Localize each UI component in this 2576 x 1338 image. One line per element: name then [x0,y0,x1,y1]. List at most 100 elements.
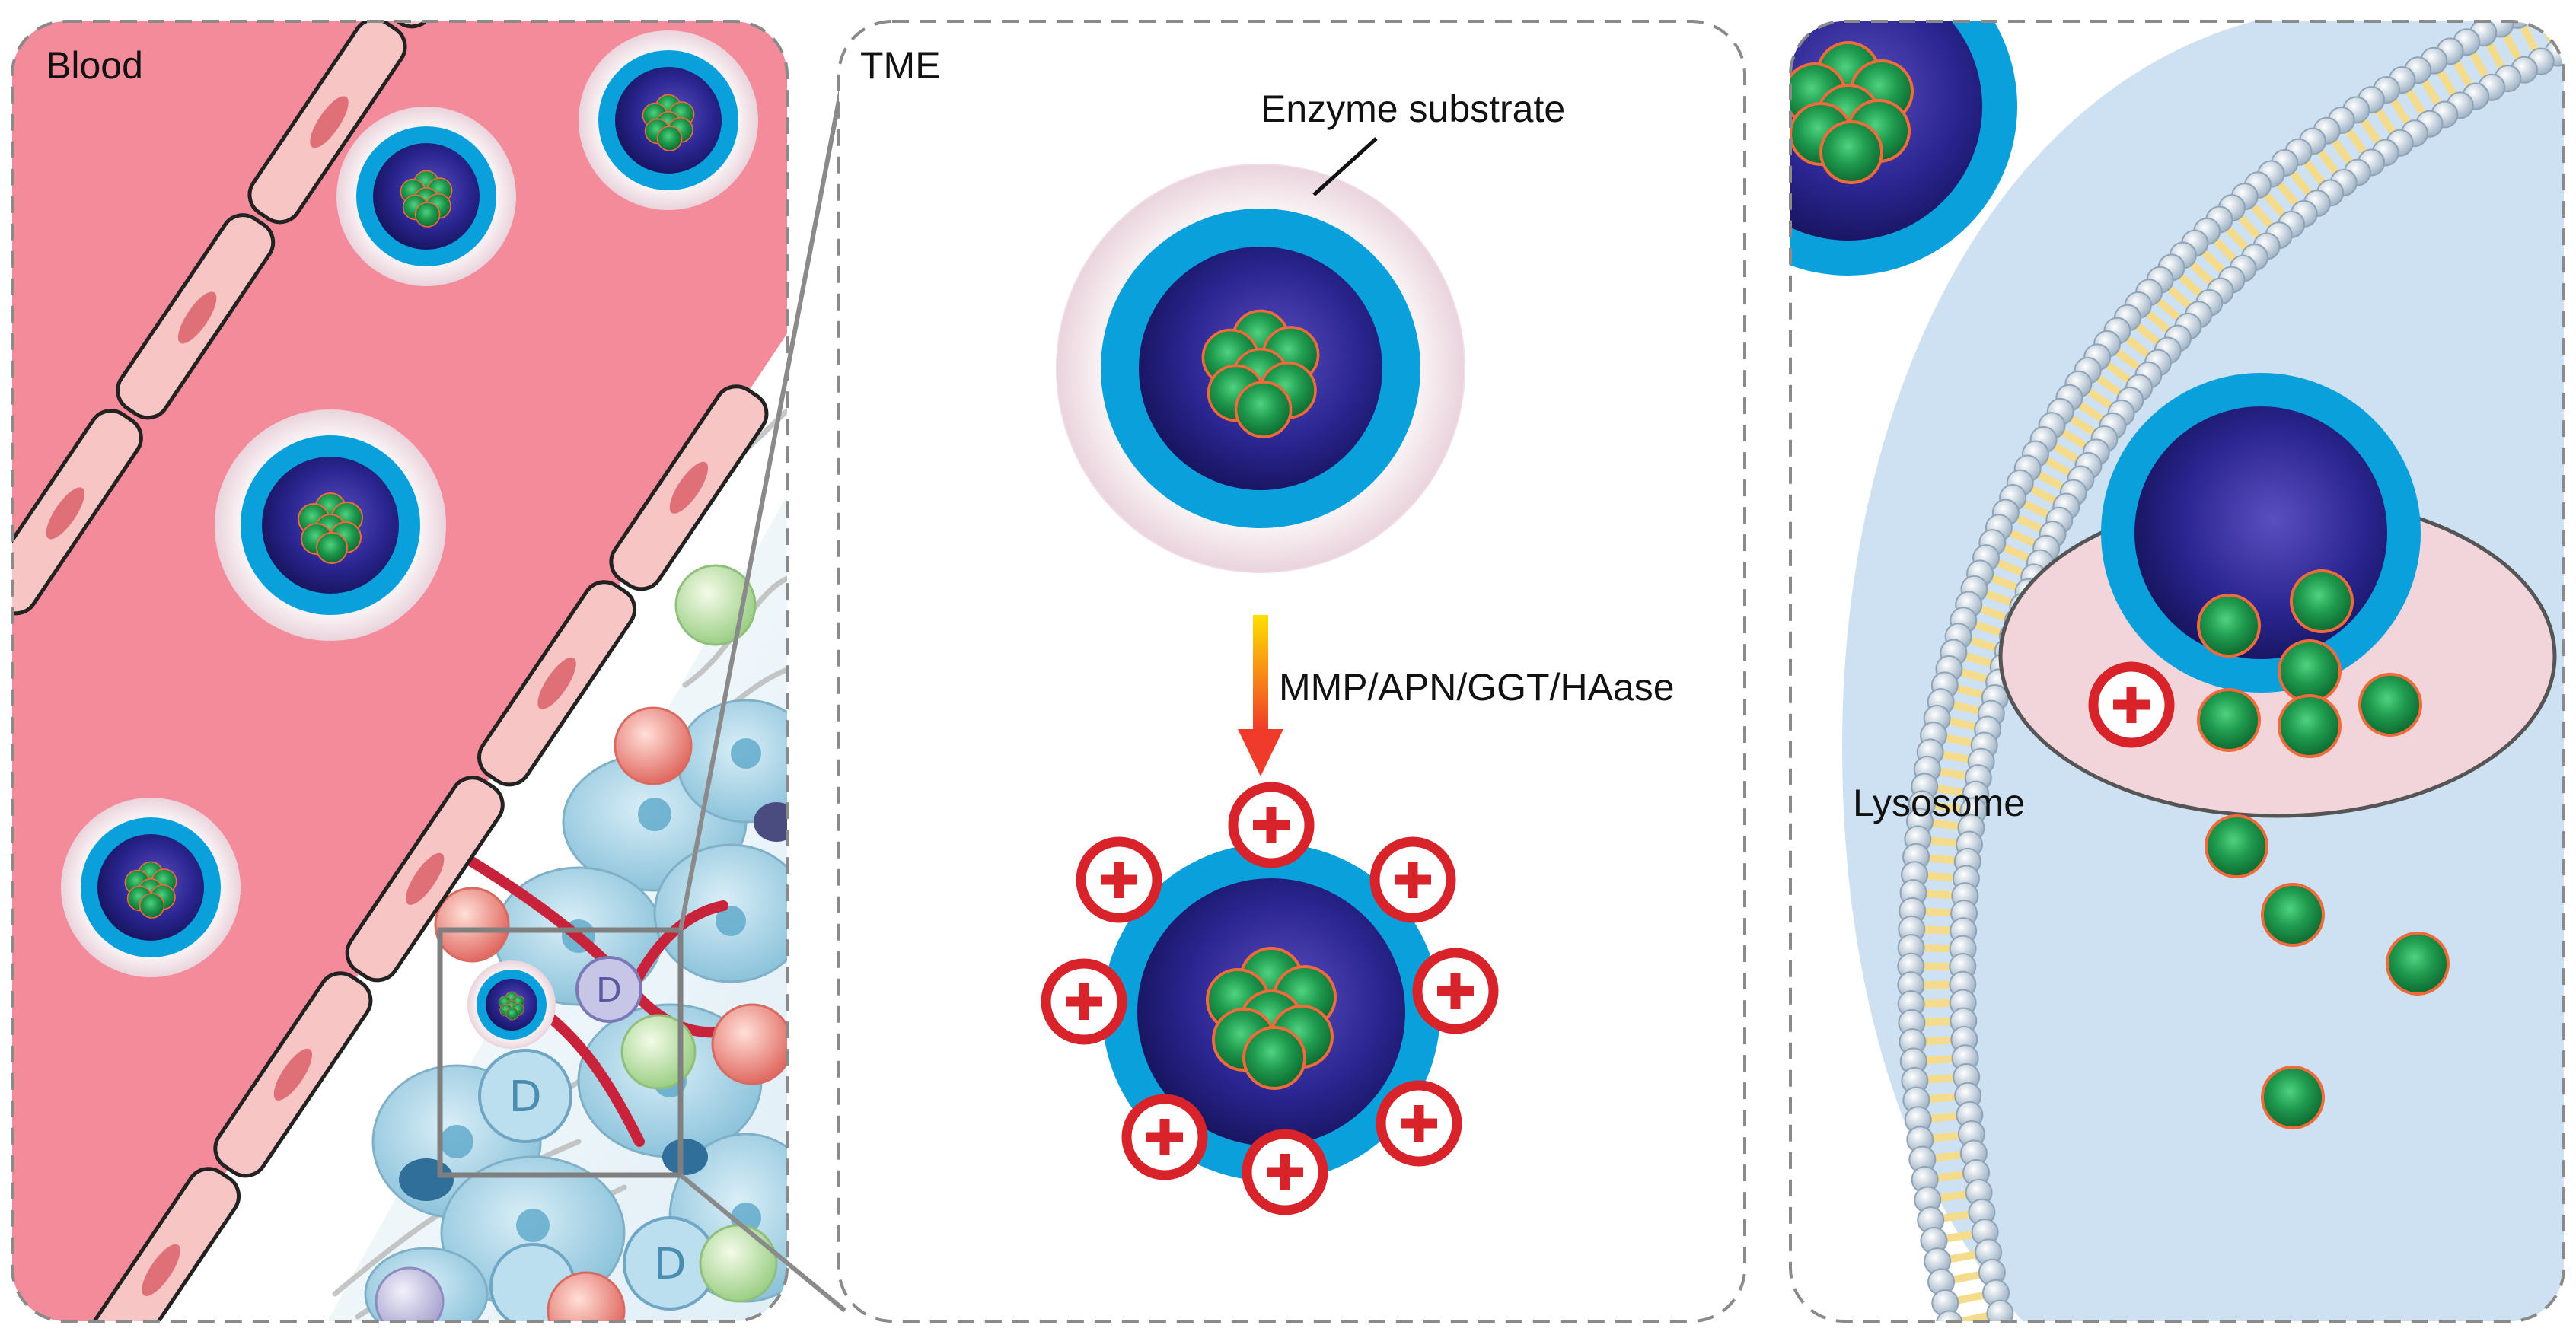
lipid-tail [2060,428,2088,450]
svg-text:D: D [596,971,622,1010]
cationic-charge-icon [2093,667,2170,743]
lipid-head [2539,0,2565,11]
lipid-head [1935,1310,1963,1321]
svg-text:D: D [509,1072,541,1122]
lipid-tail [2469,50,2489,79]
lipid-tail [2008,529,2037,547]
lipid-tail [2485,41,2506,70]
lipid-head [2522,0,2548,19]
zoom-line-bottom [679,1173,846,1313]
enzyme-label: MMP/APN/GGT/HAase [1279,666,1675,709]
lipid-tail [2519,24,2539,53]
lipid-tail [2166,285,2192,310]
lipid-tail [2345,128,2367,155]
lipid-tail [2224,225,2249,251]
lipid-tail [1973,620,2003,637]
cationic-charge-icon [1081,842,1157,918]
lipid-tail [1959,668,1988,683]
lipid-tail [2134,322,2161,346]
lipid-tail [1952,700,1981,715]
lipid-tail [2360,117,2382,145]
lipid-tail [2289,170,2313,196]
lipid-tail [1927,1093,1956,1104]
lipid-tail [2554,21,2564,36]
immune-cells: D D D [399,802,787,1321]
lipid-tail [1964,652,1993,667]
lipid-tail [2201,249,2226,274]
lipid-tail [2029,485,2058,505]
lysosomal-nanoparticle [2101,373,2421,693]
lipid-tail [2015,514,2044,533]
lipid-tail [2114,348,2141,371]
lipid-tail [2189,260,2214,286]
lipid-tail [1969,636,1997,652]
lipid-tail [1925,889,1953,900]
lipid-tail [2105,361,2132,384]
lipid-tail [1948,1250,1978,1263]
lipid-tail [2421,78,2442,107]
lipid-tail [2237,214,2262,241]
lipid-tail [1936,1171,1965,1182]
lipid-tail [1996,559,2025,577]
lipid-tail [1934,801,1962,814]
lipid-tail [1931,819,1960,830]
cationic-charge-icon [1381,1085,1457,1161]
lipid-head [1941,1332,1967,1338]
svg-text:D: D [653,1240,686,1289]
lipid-tail [1945,1230,1974,1243]
lipid-tail [1929,836,1958,847]
substrate-pointer [1312,137,1378,196]
lipid-tail [2077,401,2105,423]
lipid-tail [1924,1018,1952,1027]
lipid-tail [2155,297,2182,322]
coated-nanoparticle [1056,164,1465,573]
lipid-tail [1930,1112,1958,1123]
lipid-tail [1990,574,2019,591]
lipid-tail [2177,272,2204,298]
cell-panel [1790,0,2565,1338]
lipid-tail [1978,604,2008,622]
cationic-charge-icon [1375,842,1451,918]
lipid-tail [1936,784,1965,797]
lipid-tail [1924,925,1952,935]
lipid-head [1991,1320,2019,1321]
lipid-tail [1931,1131,1960,1142]
lipid-tail [1926,871,1955,882]
lipid-tail [2095,374,2123,397]
lipid-tail [2275,180,2300,207]
blood-panel-border [11,20,789,1323]
lipid-tail [2374,107,2396,135]
lipid-tail [2144,310,2171,334]
vessel-wall-upper [12,21,539,616]
lipid-head [2561,30,2564,59]
lipid-tail [1956,684,1985,699]
lipid-tail [2002,543,2031,562]
zoom-line-top [678,68,847,931]
cationic-charge-icon [1127,1099,1203,1175]
lipid-tail [1924,1036,1953,1046]
lipid-tail [2212,237,2238,263]
lysosome-label: Lysosome [1853,782,2025,824]
lipid-tail [1934,1151,1962,1162]
lipid-tail [1956,1291,1985,1305]
cationic-charge-icon [1233,787,1309,863]
lipid-tail [2249,202,2274,229]
lipid-tail [2453,59,2473,88]
lipid-tail [2316,148,2340,176]
cationic-charge-icon [1417,953,1494,1029]
cationic-charge-icon [1046,964,1122,1040]
cationic-charge-icon [1247,1134,1323,1210]
lipid-tail [2331,138,2354,165]
lipid-tail [2052,442,2080,464]
lipid-tail [1926,1074,1955,1084]
lipid-tail [1923,999,1951,1008]
nanoparticle [467,960,556,1049]
lipid-tail [1941,750,1970,763]
lipid-tail [2502,33,2522,61]
lipid-tail [1960,1311,1989,1321]
tme-label: TME [860,44,941,87]
circulating-nanoparticles [61,30,758,1049]
enzyme-substrate-label: Enzyme substrate [1261,88,1565,130]
lipid-tail [1925,1055,1953,1065]
